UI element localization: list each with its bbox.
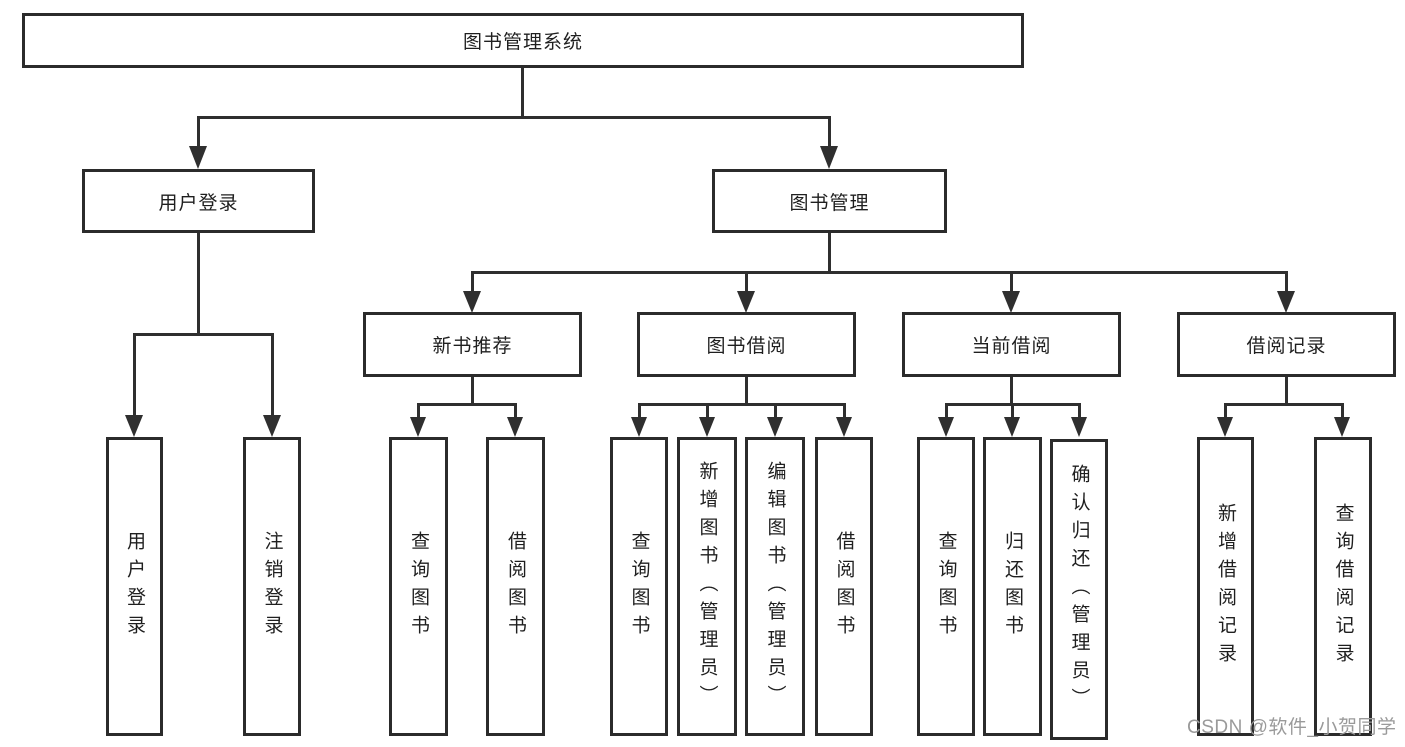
edge-book-borrow-shaft	[745, 273, 748, 291]
leaf-borrow-book: 借阅图书	[815, 437, 873, 736]
arrowhead-book-mgmt	[820, 146, 838, 169]
arrowhead-g3-leaf1	[631, 417, 647, 437]
csdn-watermark: CSDN @软件_小贺同学	[1187, 717, 1397, 738]
edge-borrow-record-drop	[1285, 377, 1288, 405]
node-root-library-system: 图书管理系统	[22, 13, 1024, 68]
node-borrow-record: 借阅记录	[1177, 312, 1396, 377]
node-borrow-record-label: 借阅记录	[1246, 336, 1327, 357]
leaf-logout-label: 注销登录	[261, 530, 283, 643]
leaf-current-query-book: 查询图书	[917, 437, 975, 736]
arrowhead-g3-leaf3	[767, 417, 783, 437]
arrowhead-g3-leaf4	[836, 417, 852, 437]
edge-g3-leaf3-shaft	[774, 405, 777, 417]
edge-g3-leaf4-shaft	[843, 405, 846, 417]
edge-user-login-bus	[133, 333, 274, 336]
leaf-recommend-borrow-book: 借阅图书	[486, 437, 545, 736]
node-new-book-recommend: 新书推荐	[363, 312, 582, 377]
edge-root-drop	[521, 68, 524, 118]
arrowhead-user-login	[189, 146, 207, 169]
edge-user-login-shaft	[197, 118, 200, 148]
node-user-login-label: 用户登录	[158, 192, 239, 214]
edge-new-book-shaft	[471, 273, 474, 291]
arrowhead-book-borrow	[737, 291, 755, 313]
arrowhead-g5-leaf1	[1217, 417, 1233, 437]
edge-borrow-record-leaf-bus	[1224, 403, 1344, 406]
arrowhead-borrow-record	[1277, 291, 1295, 313]
edge-g4-leaf2-shaft	[1011, 405, 1014, 417]
node-new-book-recommend-label: 新书推荐	[432, 336, 513, 357]
leaf-confirm-return-admin: 确认归还（管理员）	[1050, 439, 1108, 740]
edge-book-borrow-drop	[745, 377, 748, 405]
arrowhead-g2-leaf1	[410, 417, 426, 437]
edge-g2-leaf2-shaft	[514, 405, 517, 417]
leaf-user-login: 用户登录	[106, 437, 163, 736]
arrowhead-g4-leaf2	[1004, 417, 1020, 437]
edge-book-mgmt-drop	[828, 233, 831, 273]
arrowhead-new-book	[463, 291, 481, 313]
edge-borrow-record-shaft	[1285, 273, 1288, 291]
edge-new-book-drop	[471, 377, 474, 405]
leaf-current-query-book-label: 查询图书	[935, 530, 957, 643]
node-current-borrow: 当前借阅	[902, 312, 1121, 377]
edge-g3-leaf1-shaft	[638, 405, 641, 417]
leaf-borrow-book-label: 借阅图书	[833, 530, 855, 643]
leaf-add-book-admin-label: 新增图书（管理员）	[696, 460, 718, 713]
arrowhead-g2-leaf2	[507, 417, 523, 437]
arrowhead-leaf-login	[125, 415, 143, 437]
edge-new-book-leaf-bus	[417, 403, 517, 406]
leaf-query-borrow-record: 查询借阅记录	[1314, 437, 1372, 736]
leaf-recommend-query-book: 查询图书	[389, 437, 448, 736]
edge-g5-leaf1-shaft	[1224, 405, 1227, 417]
leaf-borrow-query-book-label: 查询图书	[628, 530, 650, 643]
leaf-user-login-label: 用户登录	[124, 530, 145, 643]
edge-current-borrow-shaft	[1010, 273, 1013, 291]
edge-user-login-drop	[197, 233, 200, 335]
node-book-management: 图书管理	[712, 169, 947, 233]
edge-g2-leaf1-shaft	[417, 405, 420, 417]
node-current-borrow-label: 当前借阅	[971, 336, 1052, 357]
arrowhead-g5-leaf2	[1334, 417, 1350, 437]
leaf-borrow-query-book: 查询图书	[610, 437, 668, 736]
leaf-edit-book-admin: 编辑图书（管理员）	[745, 437, 805, 736]
arrowhead-g4-leaf1	[938, 417, 954, 437]
edge-book-mgmt-shaft	[828, 118, 831, 148]
node-book-borrow: 图书借阅	[637, 312, 856, 377]
leaf-query-borrow-record-label: 查询借阅记录	[1332, 502, 1354, 671]
leaf-return-book: 归还图书	[983, 437, 1042, 736]
leaf-return-book-label: 归还图书	[1002, 530, 1023, 643]
leaf-add-book-admin: 新增图书（管理员）	[677, 437, 737, 736]
edge-current-borrow-leaf-bus	[945, 403, 1081, 406]
arrowhead-g3-leaf2	[699, 417, 715, 437]
leaf-add-borrow-record-label: 新增借阅记录	[1215, 502, 1236, 671]
edge-leaf-logout-shaft	[271, 335, 274, 415]
leaf-logout: 注销登录	[243, 437, 301, 736]
edge-current-borrow-drop	[1010, 377, 1013, 405]
node-book-borrow-label: 图书借阅	[706, 336, 787, 357]
arrowhead-g4-leaf3	[1071, 417, 1087, 437]
edge-g4-leaf3-shaft	[1078, 405, 1081, 417]
arrowhead-current-borrow	[1002, 291, 1020, 313]
leaf-recommend-borrow-book-label: 借阅图书	[505, 530, 526, 643]
node-root-label: 图书管理系统	[462, 32, 583, 53]
edge-g3-leaf2-shaft	[706, 405, 709, 417]
leaf-recommend-query-book-label: 查询图书	[408, 530, 429, 643]
edge-g5-leaf2-shaft	[1341, 405, 1344, 417]
edge-g4-leaf1-shaft	[945, 405, 948, 417]
leaf-edit-book-admin-label: 编辑图书（管理员）	[764, 460, 786, 713]
edge-leaf-login-shaft	[133, 335, 136, 415]
leaf-add-borrow-record: 新增借阅记录	[1197, 437, 1254, 736]
node-book-management-label: 图书管理	[789, 192, 870, 214]
edge-level2-bus	[197, 116, 831, 119]
node-user-login: 用户登录	[82, 169, 315, 233]
edge-book-borrow-leaf-bus	[638, 403, 846, 406]
arrowhead-leaf-logout	[263, 415, 281, 437]
edge-level3-bus	[471, 271, 1288, 274]
leaf-confirm-return-admin-label: 确认归还（管理员）	[1068, 463, 1090, 716]
